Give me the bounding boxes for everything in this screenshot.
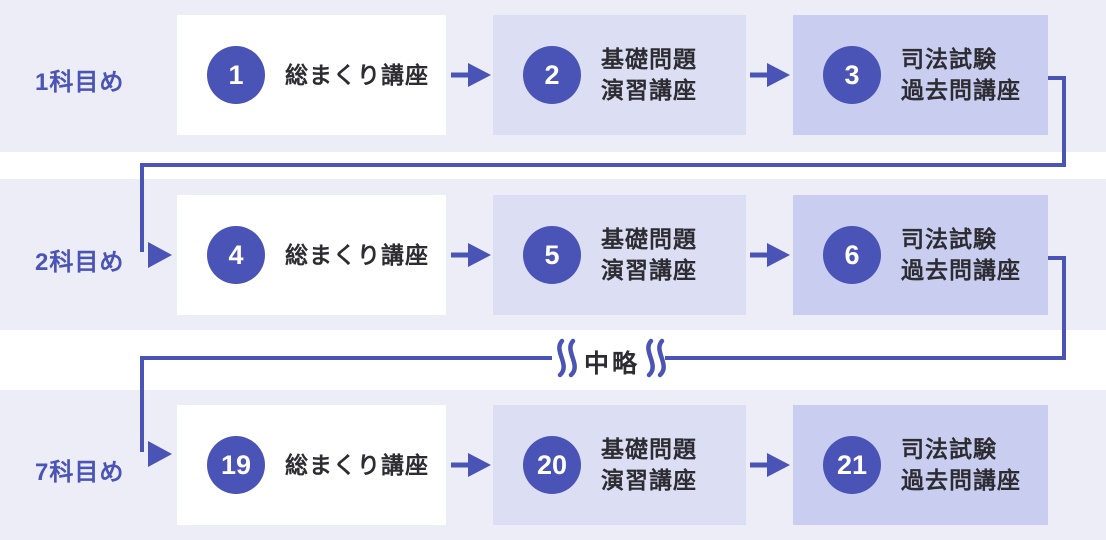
step-number-badge: 20 [523,436,581,494]
step-title: 基礎問題 演習講座 [601,226,697,283]
step-number-badge: 21 [823,436,881,494]
step-title: 総まくり講座 [285,451,429,478]
step-number-badge: 4 [207,226,265,284]
step-card: 5 基礎問題 演習講座 [493,195,746,315]
step-card: 4 総まくり講座 [177,195,446,315]
step-number-badge: 6 [823,226,881,284]
step-number-badge: 5 [523,226,581,284]
step-card: 20 基礎問題 演習講座 [493,405,746,525]
step-title: 総まくり講座 [285,241,429,268]
arrow-right-icon [451,453,491,477]
arrow-right-icon [750,63,790,87]
arrow-right-icon [451,63,491,87]
arrow-right-icon [451,243,491,267]
step-title: 総まくり講座 [285,61,429,88]
row-label: 7科目め [35,459,125,486]
step-card: 1 総まくり講座 [177,15,446,135]
step-title: 司法試験 過去問講座 [901,436,1021,493]
row-label: 2科目め [35,249,125,276]
step-number-badge: 1 [207,46,265,104]
arrow-right-icon [750,243,790,267]
step-title: 司法試験 過去問講座 [901,46,1021,103]
omission-wave-left-icon [557,338,577,378]
step-card: 19 総まくり講座 [177,405,446,525]
row-label: 1科目め [35,69,125,96]
step-title: 基礎問題 演習講座 [601,436,697,493]
step-card: 6 司法試験 過去問講座 [793,195,1048,315]
step-number-badge: 2 [523,46,581,104]
step-card: 2 基礎問題 演習講座 [493,15,746,135]
step-number-badge: 3 [823,46,881,104]
step-title: 司法試験 過去問講座 [901,226,1021,283]
step-title: 基礎問題 演習講座 [601,46,697,103]
omission-label: 中略 [583,350,640,378]
omission-wave-right-icon [646,338,666,378]
arrow-right-icon [750,453,790,477]
step-card: 3 司法試験 過去問講座 [793,15,1048,135]
step-card: 21 司法試験 過去問講座 [793,405,1048,525]
step-number-badge: 19 [207,436,265,494]
